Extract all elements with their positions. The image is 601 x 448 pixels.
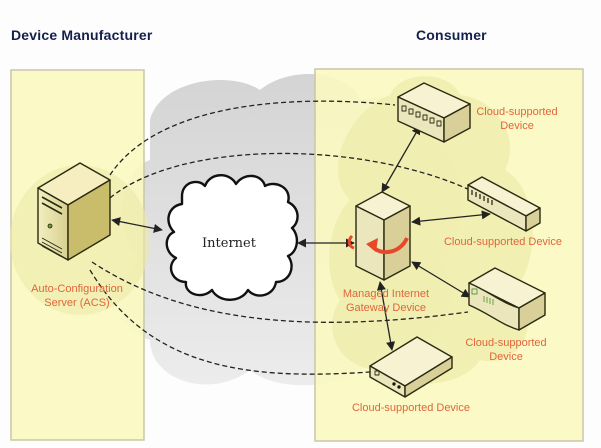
server-tower-icon[interactable] <box>37 162 111 261</box>
gateway-modem-link <box>376 281 396 351</box>
management-links <box>89 100 471 375</box>
acs-label-line1: Auto-Configuration <box>31 283 123 295</box>
device-manufacturer-heading: Device Manufacturer <box>11 27 153 43</box>
hub-label-line1: Cloud-supported <box>476 106 557 118</box>
acs-label-line2: Server (ACS) <box>44 297 109 309</box>
gateway-label-line1: Managed Internet <box>343 288 429 300</box>
acs-to-modem-link <box>89 269 371 375</box>
network-hub-icon[interactable] <box>397 82 471 143</box>
consumer-heading: Consumer <box>416 27 487 43</box>
internet-label: Internet <box>202 236 257 251</box>
gateway-icon[interactable] <box>347 191 411 281</box>
hub-label-line2: Device <box>500 120 534 132</box>
gateway-hub-link <box>381 125 421 193</box>
acs-internet-link <box>111 217 163 233</box>
network-switch-icon[interactable] <box>467 176 541 232</box>
acs-to-switch-link <box>109 152 471 199</box>
cloud-icon[interactable] <box>165 174 299 301</box>
gateway-router-link <box>411 261 471 298</box>
gateway-switch-link <box>411 210 491 226</box>
acs-to-router-link <box>91 261 469 323</box>
gateway-label-line2: Gateway Device <box>346 302 426 314</box>
acs-to-hub-link <box>109 100 396 176</box>
router-icon[interactable] <box>468 267 546 331</box>
modem-box-icon[interactable] <box>369 336 453 398</box>
modem-label: Cloud-supported Device <box>352 402 470 414</box>
router-label-line2: Device <box>489 351 523 363</box>
router-label-line1: Cloud-supported <box>465 337 546 349</box>
switch-label: Cloud-supported Device <box>444 236 562 248</box>
